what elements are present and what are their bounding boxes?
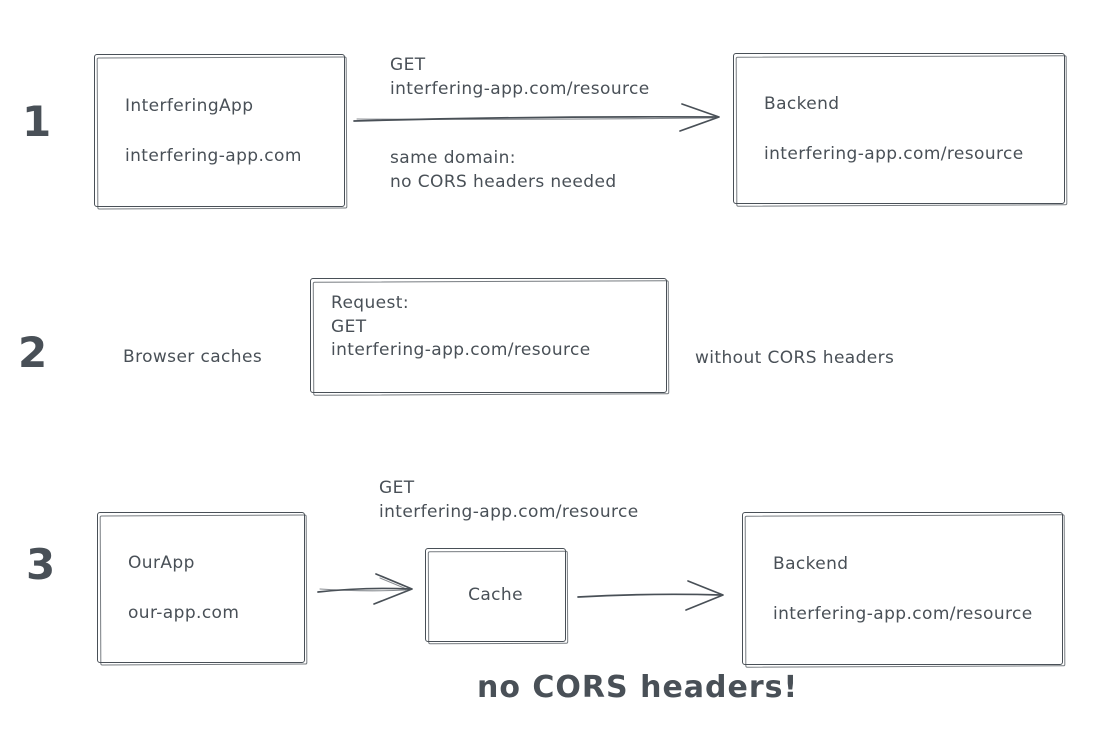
step1-arrow-right-icon [353,103,720,132]
step1-note-label: same domain: no CORS headers needed [390,146,617,194]
request-box-line: GET [331,316,367,337]
box-title: OurApp [128,552,195,573]
request-box-line: interfering-app.com/resource [331,340,591,360]
box-title: Cache [468,585,523,605]
step2-number: 2 [18,328,49,377]
box-title: Backend [764,93,840,114]
step1-backend-box: Backend interfering-app.com/resource [733,53,1065,204]
request-url: interfering-app.com/resource [379,502,639,522]
box-subtitle: interfering-app.com/resource [773,603,1033,624]
step3-request-label: GET interfering-app.com/resource [379,476,639,524]
step3-arrow-to-backend-icon [577,580,724,611]
step3-our-app-box: OurApp our-app.com [97,512,305,663]
box-title: Backend [773,553,849,574]
step2-request-box: Request: GET interfering-app.com/resourc… [310,278,667,393]
step1-request-label: GET interfering-app.com/resource [390,53,650,101]
box-subtitle: our-app.com [128,602,240,623]
box-subtitle: interfering-app.com [125,145,302,166]
request-method: GET [390,55,426,75]
note-line: no CORS headers needed [390,172,617,192]
request-box-line: Request: [331,293,409,313]
request-method: GET [379,478,415,498]
step3-backend-box: Backend interfering-app.com/resource [742,512,1063,665]
step2-without-cors-label: without CORS headers [695,348,895,368]
step1-number: 1 [22,97,53,146]
step2-browser-caches-label: Browser caches [123,347,263,367]
step3-no-cors-caption: no CORS headers! [477,670,799,705]
step3-number: 3 [26,540,57,589]
step1-interfering-app-box: InterferingApp interfering-app.com [94,54,345,207]
step3-cache-box: Cache [425,548,566,642]
note-line: same domain: [390,148,516,168]
box-subtitle: interfering-app.com/resource [764,143,1024,164]
request-url: interfering-app.com/resource [390,79,650,99]
box-title: InterferingApp [125,95,254,116]
step3-arrow-to-cache-icon [317,573,413,605]
